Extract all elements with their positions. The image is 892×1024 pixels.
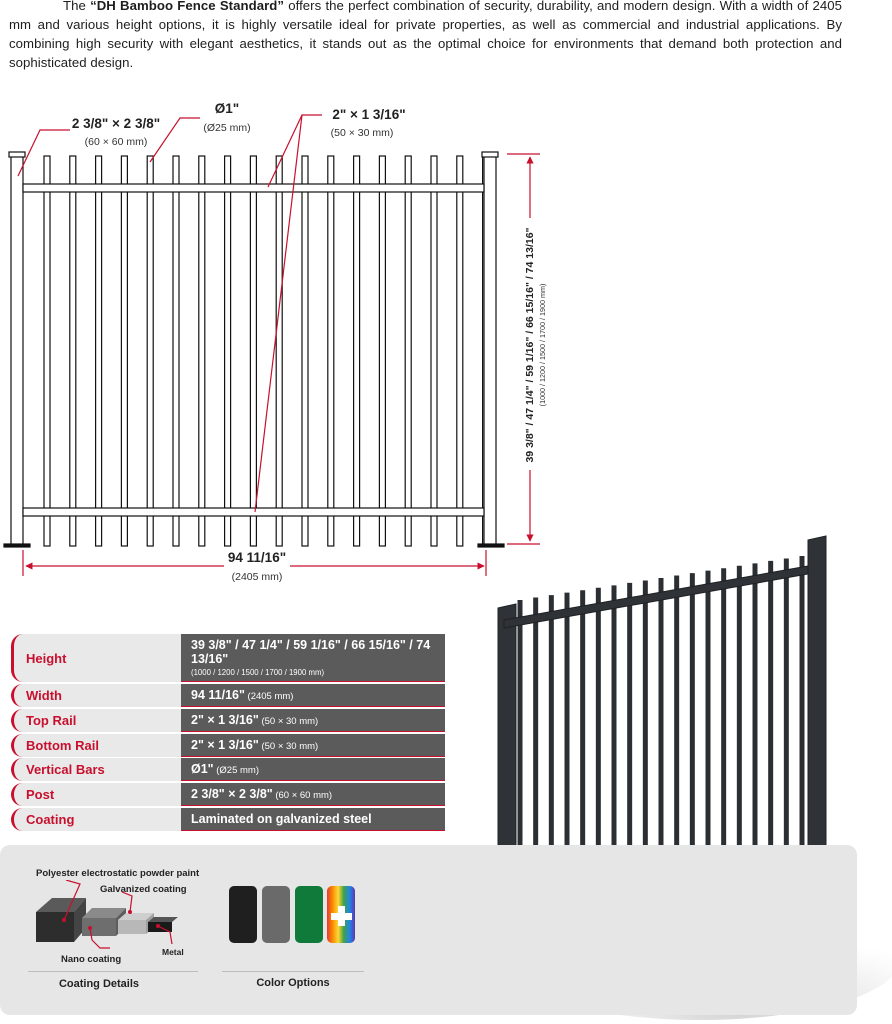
vertical-bar bbox=[430, 155, 438, 547]
spec-value-main: 2" × 1 3/16" bbox=[191, 738, 259, 752]
coating-layer-metal: Metal bbox=[162, 947, 184, 957]
bottomrail-leader bbox=[254, 114, 303, 513]
spec-label: Top Rail bbox=[11, 709, 181, 732]
spec-value-main: Laminated on galvanized steel bbox=[191, 812, 372, 826]
spec-value-main: 2 3/8" × 2 3/8" bbox=[191, 787, 273, 801]
spec-row-height: Height 39 3/8" / 47 1/4" / 59 1/16" / 66 … bbox=[11, 634, 445, 682]
spec-value-main: Ø1" bbox=[191, 762, 214, 776]
spec-value-sub: (50 × 30 mm) bbox=[258, 741, 319, 752]
spec-value: 2" × 1 3/16" (50 × 30 mm) bbox=[181, 734, 445, 757]
post-dim-label: 2 3/8" × 2 3/8" bbox=[72, 116, 160, 131]
vertical-bar bbox=[327, 155, 335, 547]
right-post bbox=[483, 154, 497, 546]
bar-dim-mm: (Ø25 mm) bbox=[203, 122, 250, 134]
height-label: 39 3/8" / 47 1/4" / 59 1/16" / 66 15/16"… bbox=[524, 227, 536, 462]
vertical-bar bbox=[249, 155, 257, 547]
product-name: “DH Bamboo Fence Standard” bbox=[90, 0, 285, 13]
vertical-bars bbox=[43, 155, 490, 547]
height-mm: (1000 / 1200 / 1500 / 1700 / 1900 mm) bbox=[538, 284, 547, 407]
bottom-rail bbox=[22, 507, 485, 517]
spec-label: Vertical Bars bbox=[11, 758, 181, 781]
custom-color-swatch[interactable] bbox=[327, 886, 355, 943]
render-top-rail bbox=[503, 565, 809, 629]
left-post bbox=[10, 154, 24, 546]
rail-dim-mm: (50 × 30 mm) bbox=[331, 127, 394, 139]
spec-value-sub: (60 × 60 mm) bbox=[272, 790, 333, 801]
spec-value-main: 94 11/16" bbox=[191, 688, 245, 702]
vertical-bar bbox=[94, 155, 103, 547]
vertical-bar bbox=[378, 155, 386, 547]
vertical-bar bbox=[120, 155, 129, 547]
coating-layer-nano: Nano coating bbox=[61, 954, 122, 965]
vertical-bar bbox=[404, 155, 412, 547]
bar-dim-label: Ø1" bbox=[215, 101, 239, 116]
spec-label: Width bbox=[11, 684, 181, 707]
color-swatch[interactable] bbox=[262, 886, 290, 943]
coating-layers-illustration bbox=[36, 880, 178, 949]
spec-value: Laminated on galvanized steel bbox=[181, 808, 445, 831]
intro-pre: The bbox=[63, 0, 91, 13]
left-base-plate bbox=[3, 543, 31, 548]
spec-label: Post bbox=[11, 783, 181, 806]
width-label: 94 11/16" bbox=[228, 550, 286, 565]
vertical-bar bbox=[456, 155, 464, 547]
spec-value-sub: (50 × 30 mm) bbox=[258, 716, 319, 727]
color-swatch[interactable] bbox=[295, 886, 323, 943]
vertical-bar bbox=[224, 155, 232, 547]
spec-value: 2" × 1 3/16" (50 × 30 mm) bbox=[181, 709, 445, 732]
spec-value-main: 2" × 1 3/16" bbox=[191, 713, 259, 727]
rails bbox=[22, 183, 485, 517]
plus-icon bbox=[331, 906, 352, 926]
post-leader bbox=[17, 129, 70, 177]
spec-label: Height bbox=[11, 634, 181, 682]
intro-text: offers the perfect combination of securi… bbox=[9, 0, 843, 70]
intro-paragraph: The “DH Bamboo Fence Standard” offers th… bbox=[9, 0, 842, 72]
vertical-bar bbox=[146, 155, 154, 547]
coating-layer-powder-paint: Polyester electrostatic powder paint bbox=[36, 868, 200, 879]
color-swatch[interactable] bbox=[229, 886, 257, 943]
spec-label: Bottom Rail bbox=[11, 734, 181, 757]
vertical-bar bbox=[301, 155, 309, 547]
top-rail bbox=[22, 183, 485, 193]
bar-leader bbox=[149, 117, 200, 163]
vertical-bar bbox=[43, 155, 51, 547]
spec-value-sub: (1000 / 1200 / 1500 / 1700 / 1900 mm) bbox=[191, 668, 325, 677]
vertical-bar bbox=[275, 155, 283, 547]
spec-value-sub: (2405 mm) bbox=[244, 691, 294, 702]
spec-value: 94 11/16" (2405 mm) bbox=[181, 684, 445, 707]
spec-value: 39 3/8" / 47 1/4" / 59 1/16" / 66 15/16"… bbox=[181, 634, 445, 682]
right-base-plate bbox=[477, 543, 505, 548]
color-divider bbox=[222, 971, 364, 972]
vertical-bar bbox=[172, 155, 180, 547]
width-mm: (2405 mm) bbox=[232, 571, 283, 583]
coating-divider bbox=[28, 971, 198, 972]
coating-details-title: Coating Details bbox=[58, 978, 140, 990]
vertical-bar bbox=[353, 155, 361, 547]
spec-value-sub: (Ø25 mm) bbox=[213, 765, 259, 776]
spec-value: Ø1" (Ø25 mm) bbox=[181, 758, 445, 781]
spec-value: 2 3/8" × 2 3/8" (60 × 60 mm) bbox=[181, 783, 445, 806]
right-post-cap bbox=[481, 151, 499, 158]
color-options-title: Color Options bbox=[256, 977, 330, 989]
spec-value-main: 39 3/8" / 47 1/4" / 59 1/16" / 66 15/16"… bbox=[191, 638, 431, 666]
post-dim-mm: (60 × 60 mm) bbox=[85, 136, 148, 148]
rail-dim-label: 2" × 1 3/16" bbox=[332, 107, 405, 122]
vertical-bar bbox=[69, 155, 77, 547]
vertical-bar bbox=[198, 155, 206, 547]
coating-layer-galvanized: Galvanized coating bbox=[100, 884, 187, 895]
posts bbox=[3, 151, 505, 548]
spec-row-coating: Coating Laminated on galvanized steel bbox=[11, 808, 445, 831]
left-post-cap bbox=[8, 151, 26, 158]
fence-technical-drawing: 2 3/8" × 2 3/8" (60 × 60 mm) Ø1" (Ø25 mm… bbox=[3, 101, 547, 583]
spec-label: Coating bbox=[11, 808, 181, 831]
